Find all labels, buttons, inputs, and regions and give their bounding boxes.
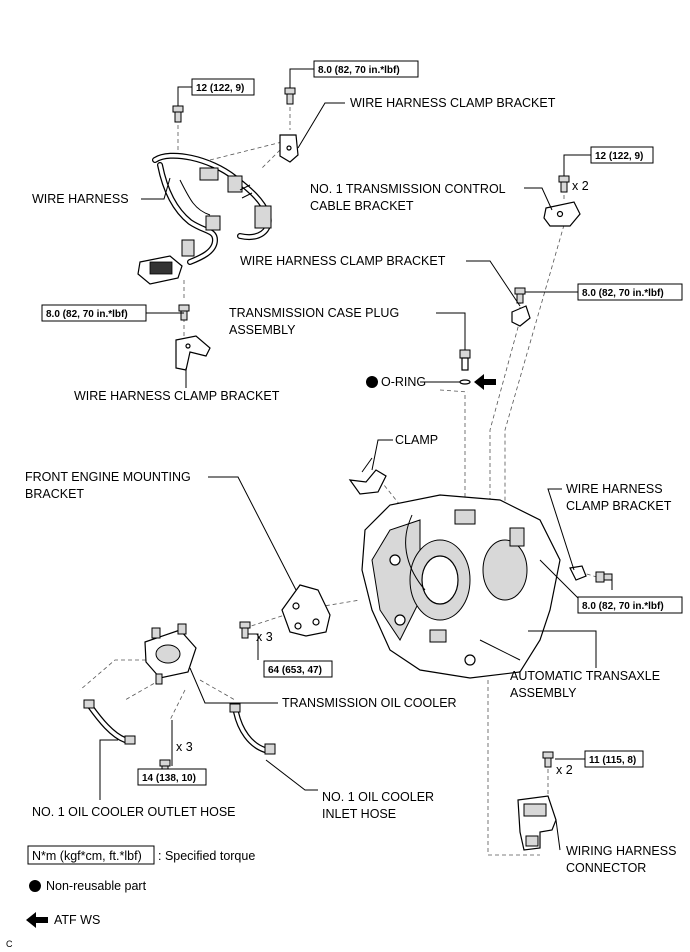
multiplier-x2-connector: x 2: [556, 763, 573, 777]
front-engine-mounting-bracket-part: [281, 584, 331, 637]
torque-box: 12 (122, 9): [590, 146, 654, 164]
label-wh-clamp-bracket-left: WIRE HARNESS CLAMP BRACKET: [74, 389, 280, 403]
label-wiring-connector-2: CONNECTOR: [566, 861, 646, 875]
label-oil-cooler: TRANSMISSION OIL COOLER: [282, 696, 457, 710]
clamp-part: [348, 457, 387, 495]
bolt-icon: [595, 571, 613, 583]
outlet-hose-part: [83, 699, 136, 745]
label-wh-clamp-bracket-mid: WIRE HARNESS CLAMP BRACKET: [240, 254, 446, 268]
automatic-transaxle-part: [361, 494, 581, 679]
torque-value: 64 (653, 47): [268, 665, 322, 676]
clamp-bracket-part: [175, 335, 211, 371]
label-wh-clamp-right-1: WIRE HARNESS: [566, 482, 663, 496]
label-wire-harness: WIRE HARNESS: [32, 192, 129, 206]
bolt-icon: [172, 105, 184, 123]
atf-arrow-icon: [474, 374, 496, 390]
clamp-bracket-part: [511, 305, 531, 327]
label-clamp: CLAMP: [395, 433, 438, 447]
bolt-icon: [239, 621, 251, 639]
wire-harness-part: [137, 152, 272, 285]
torque-box: 8.0 (82, 70 in.*lbf): [577, 283, 683, 301]
label-wh-clamp-right-2: CLAMP BRACKET: [566, 499, 672, 513]
legend-torque-text: : Specified torque: [158, 849, 255, 863]
label-transaxle-2: ASSEMBLY: [510, 686, 577, 700]
torque-box: 8.0 (82, 70 in.*lbf): [577, 596, 683, 614]
bolt-icon: [542, 751, 554, 768]
label-case-plug-2: ASSEMBLY: [229, 323, 296, 337]
inlet-hose-part: [229, 703, 276, 755]
non-reusable-icon: [29, 880, 41, 892]
clamp-bracket-part: [279, 134, 299, 163]
torque-value: 12 (122, 9): [196, 83, 244, 94]
label-wiring-connector-1: WIRING HARNESS: [566, 844, 676, 858]
torque-box: 8.0 (82, 70 in.*lbf): [313, 60, 419, 78]
label-front-mount-1: FRONT ENGINE MOUNTING: [25, 470, 191, 484]
multiplier-x2-top: x 2: [572, 179, 589, 193]
bolt-icon: [178, 304, 190, 321]
clamp-bracket-part: [569, 565, 587, 581]
torque-value: 8.0 (82, 70 in.*lbf): [582, 601, 664, 612]
label-no1-tcc-bracket-1: NO. 1 TRANSMISSION CONTROL: [310, 182, 506, 196]
leader-lines: [99, 68, 613, 851]
label-transaxle-1: AUTOMATIC TRANSAXLE: [510, 669, 660, 683]
torque-box: 64 (653, 47): [263, 660, 333, 678]
torque-box: 11 (115, 8): [584, 750, 644, 768]
legend-torque-box: N*m (kgf*cm, ft.*lbf): [32, 849, 142, 863]
torque-value: 12 (122, 9): [595, 151, 643, 162]
bolt-icon: [558, 175, 570, 193]
torque-value: 8.0 (82, 70 in.*lbf): [582, 288, 664, 299]
label-front-mount-2: BRACKET: [25, 487, 84, 501]
control-cable-bracket-part: [543, 201, 581, 227]
legend: N*m (kgf*cm, ft.*lbf) : Specified torque…: [26, 845, 255, 928]
torque-value: 8.0 (82, 70 in.*lbf): [46, 309, 128, 320]
torque-value: 14 (138, 10): [142, 773, 196, 784]
case-plug-part: [459, 349, 471, 385]
label-case-plug-1: TRANSMISSION CASE PLUG: [229, 306, 399, 320]
wiring-harness-connector-part: [517, 795, 557, 851]
bolt-icon: [514, 287, 526, 304]
label-o-ring: O-RING: [381, 375, 426, 389]
label-outlet-hose: NO. 1 OIL COOLER OUTLET HOSE: [32, 805, 236, 819]
atf-arrow-icon: [26, 912, 48, 928]
transmission-oil-cooler-part: [144, 623, 197, 685]
multiplier-x3-cooler: x 3: [176, 740, 193, 754]
bolt-icon: [284, 87, 296, 105]
torque-value: 8.0 (82, 70 in.*lbf): [318, 65, 400, 76]
legend-non-reusable: Non-reusable part: [46, 879, 147, 893]
label-no1-tcc-bracket-2: CABLE BRACKET: [310, 199, 414, 213]
non-reusable-icon: [366, 376, 378, 388]
torque-box: 12 (122, 9): [191, 78, 255, 96]
label-wh-clamp-bracket-top: WIRE HARNESS CLAMP BRACKET: [350, 96, 556, 110]
multiplier-x3-mount: x 3: [256, 630, 273, 644]
torque-box: 8.0 (82, 70 in.*lbf): [41, 304, 147, 322]
label-inlet-hose-1: NO. 1 OIL COOLER: [322, 790, 434, 804]
label-inlet-hose-2: INLET HOSE: [322, 807, 396, 821]
torque-box: 14 (138, 10): [137, 768, 207, 786]
legend-atf: ATF WS: [54, 913, 100, 927]
corner-code: C: [6, 939, 13, 949]
torque-value: 11 (115, 8): [589, 755, 636, 766]
